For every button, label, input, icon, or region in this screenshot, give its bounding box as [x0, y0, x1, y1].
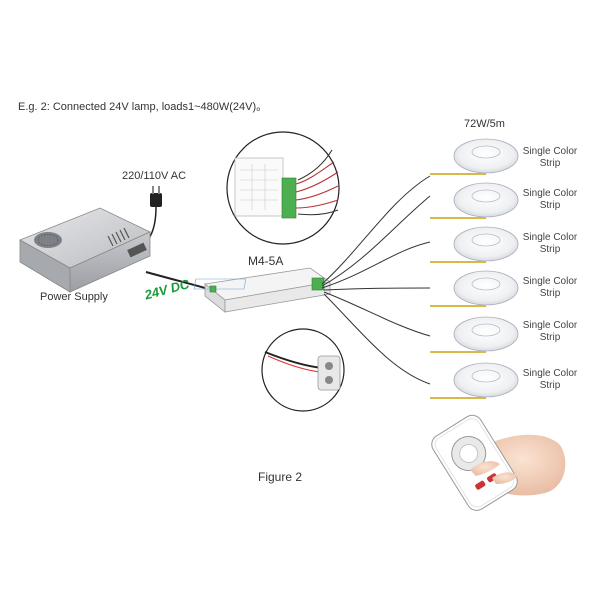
led-strip-reel-icon: [430, 138, 519, 175]
controller-label: M4-5A: [248, 254, 284, 268]
controller-icon: [193, 267, 332, 313]
strip-header-label: 72W/5m: [464, 118, 505, 130]
remote-control-icon: [431, 414, 566, 511]
figure-label: Figure 2: [258, 470, 303, 484]
diagram-caption: E.g. 2: Connected 24V lamp, loads1~480W(…: [18, 101, 268, 113]
led-strip-reel-icon: [430, 226, 519, 263]
led-strip-reels: [430, 138, 519, 399]
led-strip-reel-icon: [430, 362, 519, 399]
terminal-closeup-icon: [226, 131, 340, 245]
led-strip-reel-icon: [430, 270, 519, 307]
led-strip-reel-icon: [430, 316, 519, 353]
led-strip-reel-icon: [430, 182, 519, 219]
output-wires: [321, 175, 431, 385]
power-supply-icon: [19, 207, 151, 293]
power-supply-label: Power Supply: [40, 291, 108, 303]
ac-label: 220/110V AC: [122, 170, 187, 182]
pairing-closeup-icon: [261, 328, 345, 412]
